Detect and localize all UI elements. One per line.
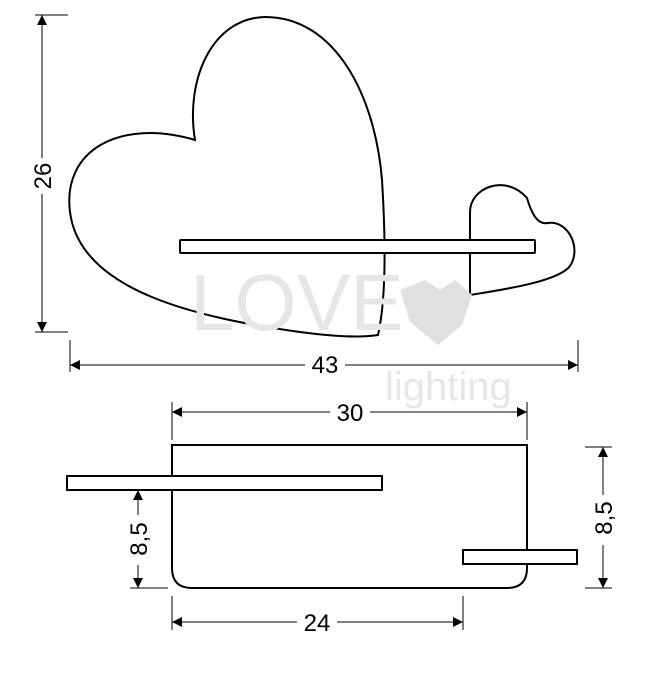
front-view (68, 15, 576, 338)
dim-box-width-label: 30 (337, 400, 364, 427)
dim-height-label: 26 (30, 163, 57, 190)
top-shelf-right (462, 549, 578, 565)
watermark-brand: LOVE (190, 258, 403, 347)
dim-width-label: 43 (312, 352, 339, 379)
watermark-sub: lighting (385, 365, 512, 409)
front-shelf (179, 239, 536, 254)
top-view (66, 444, 578, 589)
box-outline (171, 444, 528, 589)
dim-depth-right-label: 8,5 (591, 501, 618, 534)
top-shelf-left (66, 475, 383, 491)
small-heart (469, 184, 576, 297)
watermark-logo: LOVE lighting (190, 258, 512, 409)
watermark-heart-icon (400, 280, 472, 345)
dim-depth-left-label: 8,5 (126, 522, 153, 555)
large-heart (68, 15, 386, 338)
dim-offset-label: 24 (304, 610, 331, 637)
